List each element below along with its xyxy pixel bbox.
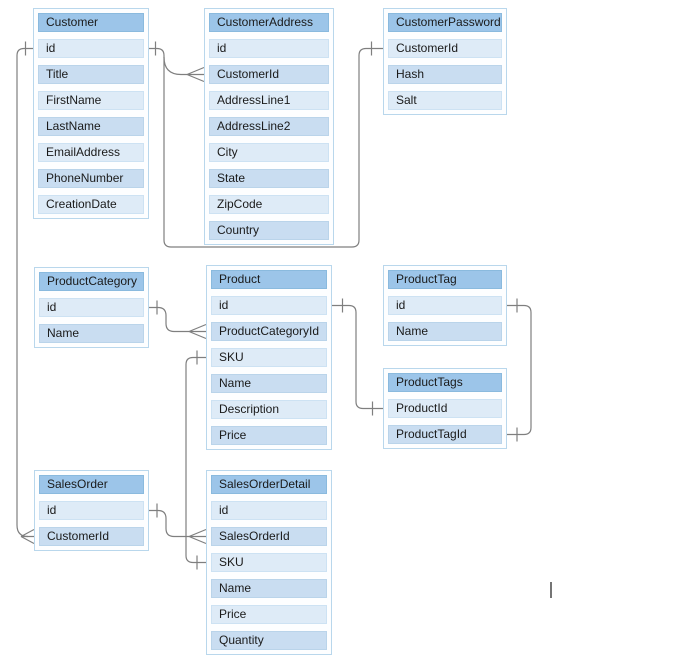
row-country[interactable]: Country	[209, 221, 329, 240]
row-description[interactable]: Description	[211, 400, 327, 419]
row-lastname[interactable]: LastName	[38, 117, 144, 136]
relation-product-producttags[interactable]	[332, 298, 383, 416]
many-crowfoot	[188, 528, 207, 545]
relation-salesorder-salesorderdetail[interactable]	[149, 503, 207, 545]
table-header[interactable]: CustomerPassword	[388, 13, 502, 32]
table-header[interactable]: CustomerAddress	[209, 13, 329, 32]
table-header[interactable]: Customer	[38, 13, 144, 32]
table-header[interactable]: SalesOrderDetail	[211, 475, 327, 494]
table-header[interactable]: Product	[211, 270, 327, 289]
row-id[interactable]: id	[38, 39, 144, 58]
row-sku[interactable]: SKU	[211, 553, 327, 572]
table-header[interactable]: ProductCategory	[39, 272, 144, 291]
row-zipcode[interactable]: ZipCode	[209, 195, 329, 214]
row-customerid[interactable]: CustomerId	[209, 65, 329, 84]
row-id[interactable]: id	[211, 501, 327, 520]
relation-product-salesorderdetail-sku[interactable]	[185, 350, 206, 570]
row-name[interactable]: Name	[211, 579, 327, 598]
relation-customer-customerpassword[interactable]	[149, 41, 383, 248]
row-id[interactable]: id	[39, 501, 144, 520]
relation-productcategory-product[interactable]	[149, 300, 207, 340]
row-addressline2[interactable]: AddressLine2	[209, 117, 329, 136]
table-header[interactable]: SalesOrder	[39, 475, 144, 494]
row-name[interactable]: Name	[388, 322, 502, 341]
row-id[interactable]: id	[209, 39, 329, 58]
relation-customer-salesorder[interactable]	[16, 41, 35, 545]
row-city[interactable]: City	[209, 143, 329, 162]
row-salesorderid[interactable]: SalesOrderId	[211, 527, 327, 546]
row-emailaddress[interactable]: EmailAddress	[38, 143, 144, 162]
row-name[interactable]: Name	[39, 324, 144, 343]
row-customerid[interactable]: CustomerId	[388, 39, 502, 58]
row-id[interactable]: id	[211, 296, 327, 315]
row-quantity[interactable]: Quantity	[211, 631, 327, 650]
many-crowfoot	[188, 323, 207, 340]
row-productid[interactable]: ProductId	[388, 399, 502, 418]
row-creationdate[interactable]: CreationDate	[38, 195, 144, 214]
row-id[interactable]: id	[388, 296, 502, 315]
text-cursor	[550, 582, 552, 598]
relation-producttag-producttags[interactable]	[507, 298, 532, 442]
row-title[interactable]: Title	[38, 65, 144, 84]
row-salt[interactable]: Salt	[388, 91, 502, 110]
row-name[interactable]: Name	[211, 374, 327, 393]
row-id[interactable]: id	[39, 298, 144, 317]
many-crowfoot	[20, 528, 35, 545]
relation-customer-customeraddress[interactable]	[163, 56, 205, 83]
row-phonenumber[interactable]: PhoneNumber	[38, 169, 144, 188]
table-header[interactable]: ProductTag	[388, 270, 502, 289]
row-price[interactable]: Price	[211, 426, 327, 445]
row-price[interactable]: Price	[211, 605, 327, 624]
row-producttagid[interactable]: ProductTagId	[388, 425, 502, 444]
row-addressline1[interactable]: AddressLine1	[209, 91, 329, 110]
row-state[interactable]: State	[209, 169, 329, 188]
row-firstname[interactable]: FirstName	[38, 91, 144, 110]
row-sku[interactable]: SKU	[211, 348, 327, 367]
row-hash[interactable]: Hash	[388, 65, 502, 84]
table-header[interactable]: ProductTags	[388, 373, 502, 392]
row-productcategoryid[interactable]: ProductCategoryId	[211, 322, 327, 341]
many-crowfoot	[186, 66, 205, 83]
row-customerid[interactable]: CustomerId	[39, 527, 144, 546]
